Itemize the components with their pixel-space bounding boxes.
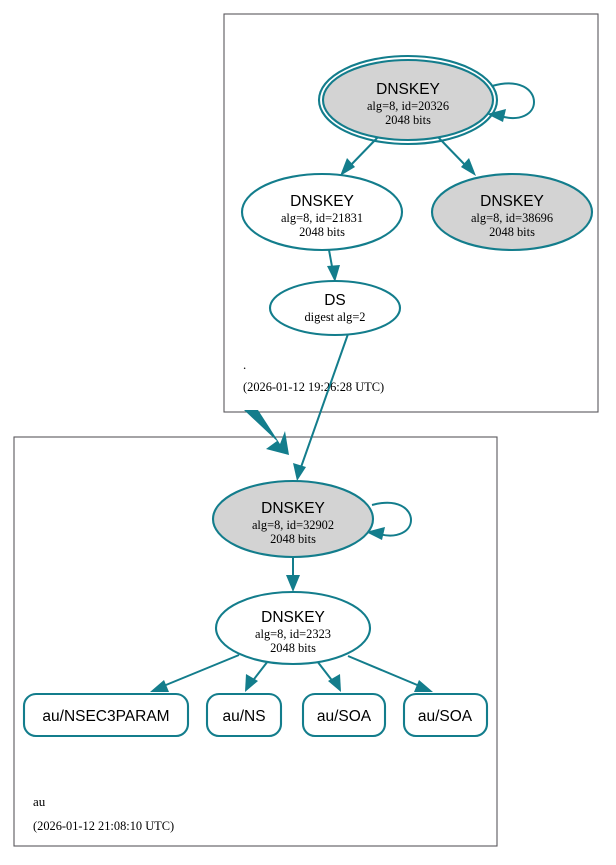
node-dnskey-2323-type: DNSKEY xyxy=(261,609,325,626)
edge-auksk-self-loop xyxy=(366,501,413,540)
record-node-ns-body xyxy=(205,692,283,738)
node-dnskey-21831-body xyxy=(240,172,404,252)
record-node-soa-2-label: au/SOA xyxy=(418,708,473,725)
edge-auzsk-to-soa-2 xyxy=(347,655,433,692)
node-dnskey-2323[interactable]: DNSKEY alg=8, id=2323 2048 bits xyxy=(214,590,372,666)
node-dnskey-32902-size: 2048 bits xyxy=(270,532,316,546)
edge-auzsk-to-nsec3param xyxy=(150,654,240,692)
edge-ksk20326-self-loop xyxy=(487,82,536,122)
node-dnskey-38696-body xyxy=(430,172,594,252)
node-dnskey-20326-outer-ring xyxy=(317,54,499,146)
edge-auzsk-to-ns xyxy=(245,660,269,692)
node-dnskey-38696[interactable]: DNSKEY alg=8, id=38696 2048 bits xyxy=(430,172,594,252)
record-node-nsec3param-label: au/NSEC3PARAM xyxy=(42,708,169,725)
record-node-soa-1-label: au/SOA xyxy=(317,708,372,725)
node-dnskey-21831-type: DNSKEY xyxy=(290,193,354,210)
zone-timestamp-root: (2026-01-12 19:26:28 UTC) xyxy=(243,380,384,394)
record-node-soa-2-body xyxy=(402,692,489,738)
zone-label-au: au xyxy=(33,794,46,809)
node-ds-au-digest: digest alg=2 xyxy=(304,310,365,324)
node-ds-au-body xyxy=(268,279,402,337)
zone-timestamp-au: (2026-01-12 21:08:10 UTC) xyxy=(33,819,174,833)
node-ds-au[interactable]: DS digest alg=2 xyxy=(268,279,402,337)
node-dnskey-20326-type: DNSKEY xyxy=(376,81,440,98)
node-dnskey-21831[interactable]: DNSKEY alg=8, id=21831 2048 bits xyxy=(240,172,404,252)
record-node-soa-2[interactable]: au/SOA xyxy=(402,692,489,738)
node-dnskey-38696-size: 2048 bits xyxy=(489,225,535,239)
node-dnskey-21831-algid: alg=8, id=21831 xyxy=(281,211,363,225)
edge-auzsk-to-soa-1 xyxy=(316,660,341,692)
zone-label-root: . xyxy=(243,357,246,372)
edge-zsk21831-to-ds xyxy=(327,249,340,282)
record-node-ns-label: au/NS xyxy=(222,708,265,725)
node-dnskey-2323-body xyxy=(214,590,372,666)
node-dnskey-38696-type: DNSKEY xyxy=(480,193,544,210)
record-node-soa-1[interactable]: au/SOA xyxy=(301,692,387,738)
node-dnskey-2323-algid: alg=8, id=2323 xyxy=(255,627,331,641)
node-dnskey-32902-body xyxy=(211,479,375,559)
edge-zone-delegation-arrow xyxy=(244,410,289,455)
record-node-ns[interactable]: au/NS xyxy=(205,692,283,738)
node-dnskey-38696-algid: alg=8, id=38696 xyxy=(471,211,553,225)
node-dnskey-21831-size: 2048 bits xyxy=(299,225,345,239)
node-dnskey-32902[interactable]: DNSKEY alg=8, id=32902 2048 bits xyxy=(211,479,375,559)
node-dnskey-32902-algid: alg=8, id=32902 xyxy=(252,518,334,532)
node-dnskey-20326[interactable]: DNSKEY alg=8, id=20326 2048 bits xyxy=(317,54,499,146)
node-dnskey-2323-size: 2048 bits xyxy=(270,641,316,655)
node-ds-au-type: DS xyxy=(324,292,346,309)
node-dnskey-20326-size: 2048 bits xyxy=(385,113,431,127)
edge-auksk-to-auzsk xyxy=(286,557,300,592)
node-dnskey-20326-algid: alg=8, id=20326 xyxy=(367,99,449,113)
edge-ds-to-au-ksk xyxy=(293,333,349,481)
node-dnskey-20326-body xyxy=(321,58,495,142)
record-node-nsec3param-body xyxy=(22,692,190,738)
record-node-soa-1-body xyxy=(301,692,387,738)
node-dnskey-32902-type: DNSKEY xyxy=(261,500,325,517)
record-node-nsec3param[interactable]: au/NSEC3PARAM xyxy=(22,692,190,738)
